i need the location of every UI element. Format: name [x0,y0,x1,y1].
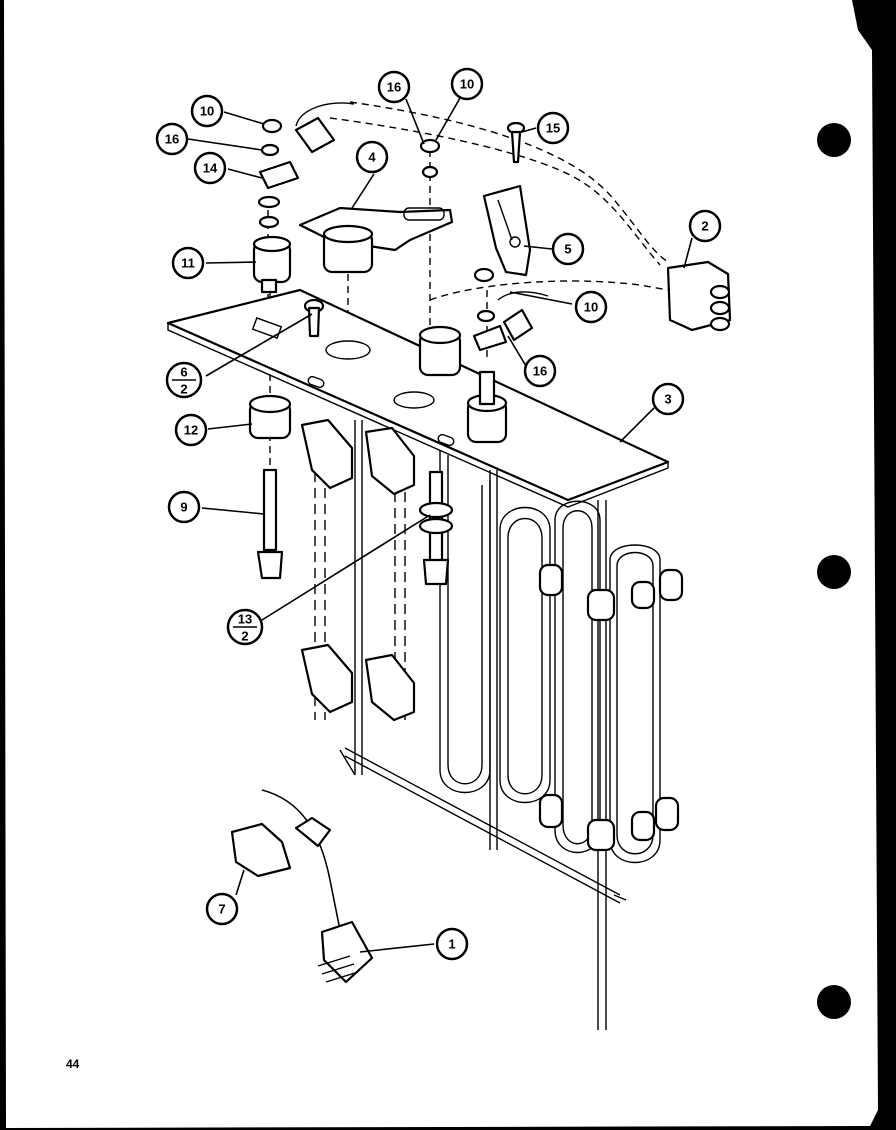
svg-text:6: 6 [180,365,187,380]
svg-text:2: 2 [180,382,187,397]
hardware-stack-center [419,138,441,179]
callout-4: 4 [355,140,389,174]
svg-text:16: 16 [387,80,401,95]
svg-text:2: 2 [241,629,248,644]
terminal-stud-right [466,370,508,444]
bushing-12 [248,394,292,440]
page-number: 44 [66,1057,80,1071]
heater-element-assembly [314,420,661,1030]
insulator-clips [300,418,684,852]
callout-6-over-2: 6 2 [165,361,203,399]
callout-16-top-center: 16 [377,70,411,104]
leader-lines [187,97,693,953]
insulator-bushing-upper [418,325,462,377]
binder-hole-middle [817,555,851,589]
callout-5: 5 [551,232,585,266]
screw-6 [303,298,325,338]
callout-3: 3 [651,382,685,416]
binder-hole-top [817,123,851,157]
svg-text:7: 7 [218,902,225,917]
svg-text:13: 13 [238,612,252,627]
svg-text:1: 1 [448,937,455,952]
callout-1: 1 [435,927,469,961]
binder-hole-bottom [817,985,851,1019]
callout-2: 2 [688,209,722,243]
threaded-rod-9 [256,468,284,580]
svg-text:16: 16 [165,132,179,147]
svg-text:10: 10 [460,77,474,92]
svg-text:4: 4 [368,150,376,165]
svg-text:12: 12 [184,423,198,438]
mounting-plate [166,288,670,508]
bracket-5 [482,184,532,277]
svg-text:2: 2 [701,219,708,234]
svg-text:5: 5 [564,242,571,257]
connector-2 [666,260,732,332]
screw-15 [506,121,526,164]
callout-9: 9 [167,490,201,524]
svg-text:10: 10 [200,104,214,119]
hardware-stack-left [258,102,355,190]
callout-12: 12 [174,413,208,447]
rod-and-washers-13 [418,470,454,586]
callout-16-right: 16 [523,354,557,388]
svg-text:15: 15 [546,121,560,136]
callout-10-top-center: 10 [450,67,484,101]
power-cord-and-strain-relief [230,789,374,984]
svg-text:11: 11 [181,256,195,271]
hardware-stack-right [472,267,549,352]
callout-14: 14 [193,151,227,185]
callout-16-top-left: 16 [155,122,189,156]
svg-text:16: 16 [533,364,547,379]
callout-10-right: 10 [574,290,608,324]
svg-text:14: 14 [203,161,218,176]
thermostat-4 [298,206,454,274]
callout-11: 11 [171,246,205,280]
svg-text:10: 10 [584,300,598,315]
callout-10-top-left: 10 [190,94,224,128]
callout-7: 7 [205,892,239,926]
callout-15: 15 [536,111,570,145]
callout-13-over-2: 13 2 [226,608,264,646]
svg-text:9: 9 [180,500,187,515]
svg-text:3: 3 [664,392,671,407]
bushing-11 [252,195,292,294]
